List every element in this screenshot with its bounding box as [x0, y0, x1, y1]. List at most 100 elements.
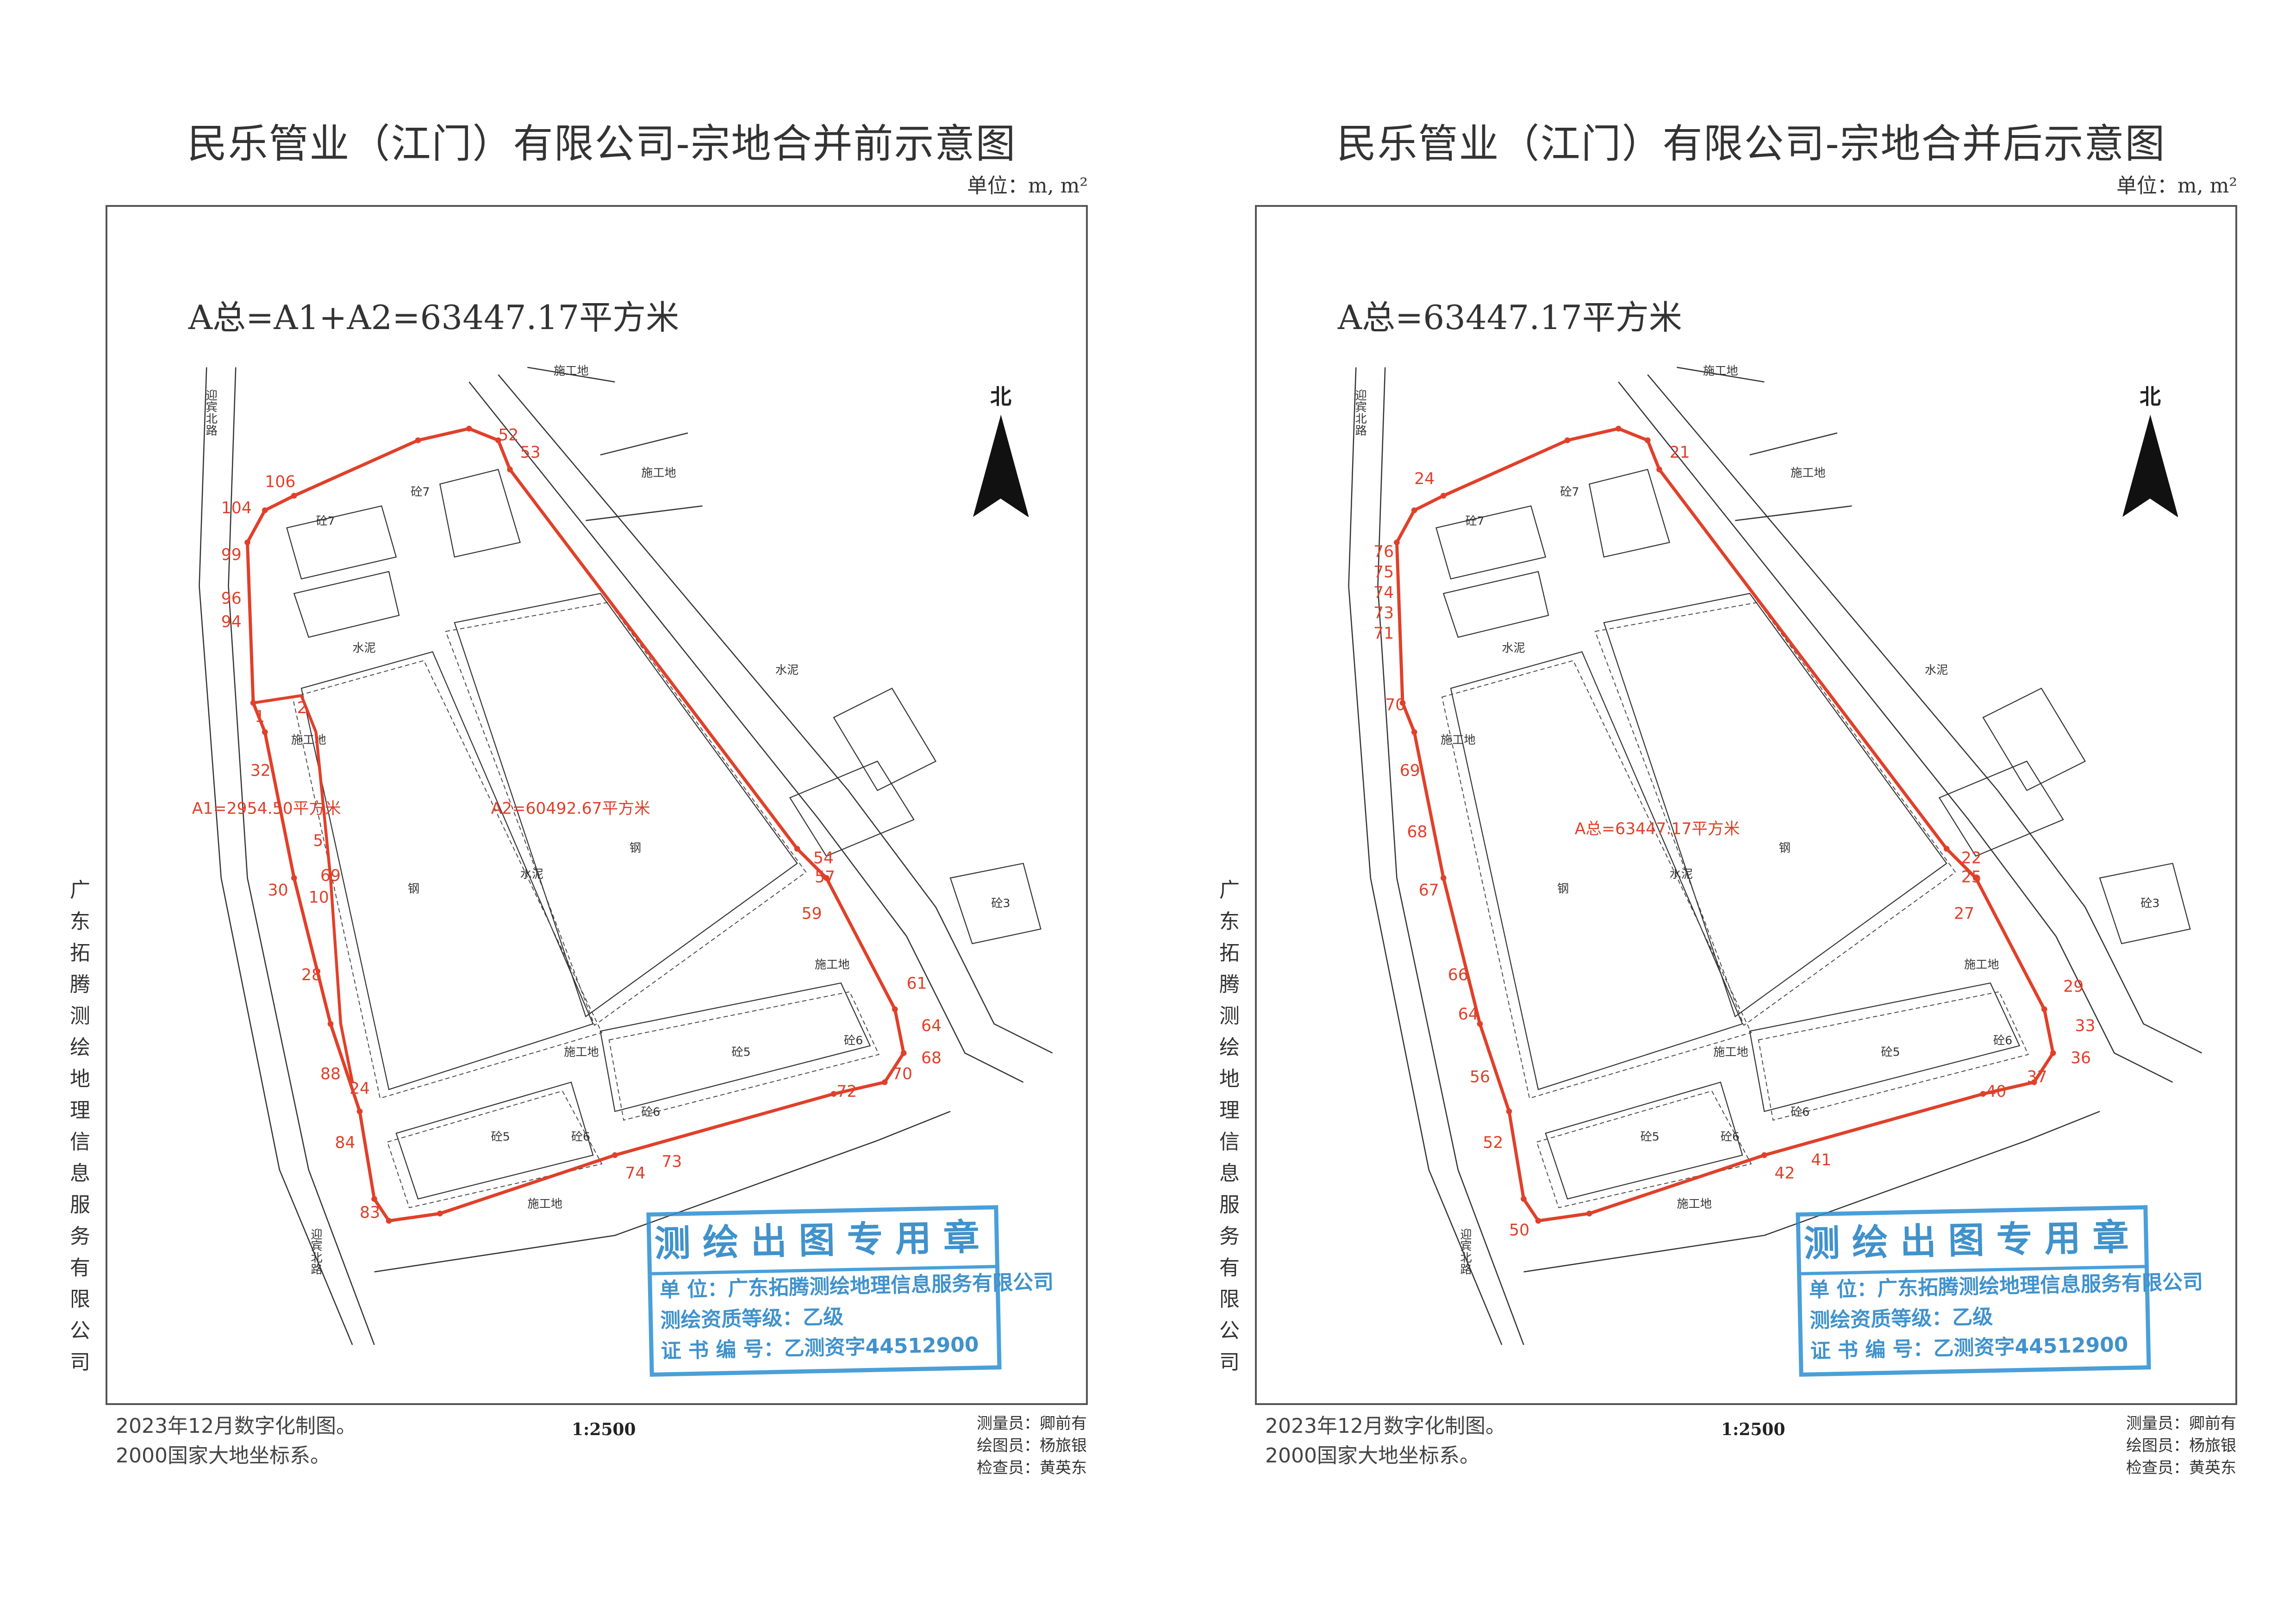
- boundary-point-label: 50: [1509, 1221, 1529, 1239]
- map-label: 钢: [408, 882, 419, 895]
- boundary-point-label: 29: [2063, 977, 2084, 996]
- boundary-point-label: 33: [2075, 1017, 2095, 1035]
- boundary-point-label: 21: [1670, 443, 1690, 462]
- boundary-vertex: [1411, 729, 1417, 735]
- parcel-area-label: A总=63447.17平方米: [1575, 820, 1740, 839]
- parcel-divider: [253, 694, 354, 1083]
- map-label: 施工地: [564, 1045, 599, 1059]
- boundary-vertex: [2041, 1006, 2047, 1013]
- boundary-point-label: 59: [802, 904, 822, 923]
- boundary-point-label: 70: [892, 1065, 912, 1083]
- boundary-vertex: [262, 729, 268, 735]
- dashed-outline: [608, 991, 880, 1121]
- building-outline: [1545, 1082, 1743, 1200]
- map-label: 砼6: [844, 1033, 863, 1047]
- boundary-point-label: 5: [313, 832, 323, 850]
- building-outline: [1938, 760, 2064, 857]
- boundary-vertex: [900, 1050, 907, 1056]
- boundary-point-label: 75: [1373, 563, 1394, 582]
- road-line: [1735, 505, 1852, 522]
- boundary-point-label: 74: [1373, 584, 1394, 602]
- boundary-point-label: 76: [1373, 543, 1394, 561]
- building-outline: [395, 1082, 594, 1200]
- road-line: [1377, 367, 1524, 1345]
- road-line: [600, 432, 688, 456]
- boundary-point-label: 88: [320, 1065, 341, 1083]
- road-line: [1749, 432, 1838, 456]
- boundary-point-label: 61: [906, 975, 927, 993]
- boundary-point-label: 71: [1373, 624, 1394, 643]
- map-label: 砼5: [1881, 1045, 1900, 1059]
- road-line: [1523, 1111, 2100, 1273]
- dashed-outline: [292, 660, 603, 1099]
- boundary-vertex: [830, 1091, 837, 1097]
- map-label: 水泥: [1670, 867, 1693, 881]
- boundary-point-label: 104: [221, 499, 252, 517]
- boundary-point-label: 36: [2071, 1049, 2091, 1067]
- dashed-outline: [1594, 602, 1956, 1026]
- map-label: 施工地: [1677, 1197, 1712, 1211]
- road-line: [468, 381, 1024, 1083]
- dashed-outline: [387, 1090, 603, 1208]
- road-line: [586, 505, 703, 522]
- building-outline: [439, 469, 521, 558]
- boundary-point-label: 2: [297, 699, 307, 717]
- map-label: 施工地: [291, 733, 326, 746]
- boundary-point-label: 99: [221, 546, 242, 564]
- footer-crs: 2000国家大地坐标系。: [1265, 1444, 1480, 1468]
- boundary-vertex: [1645, 437, 1651, 443]
- boundary-vertex: [1399, 700, 1406, 706]
- map-label: 砼5: [1641, 1130, 1660, 1144]
- boundary-point-label: 30: [268, 881, 288, 900]
- north-label: 北: [2140, 384, 2161, 409]
- road-line: [1348, 367, 1503, 1345]
- boundary-point-label: 70: [1385, 696, 1405, 715]
- building-outline: [1435, 505, 1547, 580]
- side-company-text: 广东拓腾测绘地理信息服务有限公司: [1219, 878, 1240, 1374]
- map-label: 砼6: [571, 1130, 590, 1144]
- boundary-vertex: [892, 1006, 898, 1013]
- boundary-point-label: 10: [309, 889, 329, 907]
- drafter: 绘图员：杨旅银: [2126, 1436, 2236, 1455]
- boundary-point-label: 68: [921, 1049, 942, 1067]
- map-label: 砼7: [411, 485, 430, 498]
- north-arrow: 北: [973, 383, 1029, 517]
- building-outline: [293, 571, 400, 638]
- unit-label: 单位：m, m²: [2116, 174, 2237, 198]
- side-company-text: 广东拓腾测绘地理信息服务有限公司: [70, 878, 90, 1374]
- boundary-vertex: [2031, 1079, 2037, 1085]
- street-name: 迎宾北路: [1459, 1228, 1472, 1275]
- map-label: 砼6: [641, 1105, 660, 1119]
- boundary-vertex: [1535, 1218, 1541, 1224]
- boundary-vertex: [1440, 492, 1447, 499]
- boundary-vertex: [612, 1152, 618, 1158]
- north-label: 北: [990, 384, 1011, 409]
- boundary-vertex: [1656, 466, 1662, 473]
- panel-before: 民乐管业（江门）有限公司-宗地合并前示意图 单位：m, m² 广东拓腾测绘地理信…: [70, 121, 1088, 1477]
- map-label: 砼6: [1721, 1130, 1740, 1144]
- boundary-point-label: 106: [265, 473, 295, 491]
- unit-label: 单位：m, m²: [967, 174, 1088, 198]
- boundary-point-label: 84: [335, 1133, 355, 1152]
- boundary-point-label: 56: [1470, 1068, 1490, 1086]
- checker: 检查员：黄英东: [2126, 1459, 2236, 1477]
- map-label: 施工地: [554, 364, 589, 378]
- boundary-point-label: 54: [813, 849, 834, 868]
- boundary-vertex: [371, 1196, 377, 1202]
- boundary-point-label: 52: [1483, 1133, 1503, 1152]
- road-line: [228, 367, 375, 1345]
- map-label: 施工地: [641, 466, 676, 479]
- boundary-point-label: 1: [255, 708, 265, 726]
- road-line: [527, 367, 615, 383]
- boundary-vertex: [495, 437, 501, 443]
- stamp-cert: 证 书 编 号：乙测资字44512900: [1810, 1333, 2128, 1363]
- footer-notes: 2023年12月数字化制图。 2000国家大地坐标系。: [116, 1412, 356, 1471]
- dashed-outline: [445, 602, 807, 1026]
- map-label: 水泥: [352, 641, 375, 654]
- map-label: 砼6: [1791, 1105, 1809, 1119]
- stamp-title: 测绘出图专用章: [1800, 1209, 2145, 1275]
- map-scale: 1:2500: [572, 1420, 636, 1439]
- boundary-vertex: [1440, 875, 1447, 881]
